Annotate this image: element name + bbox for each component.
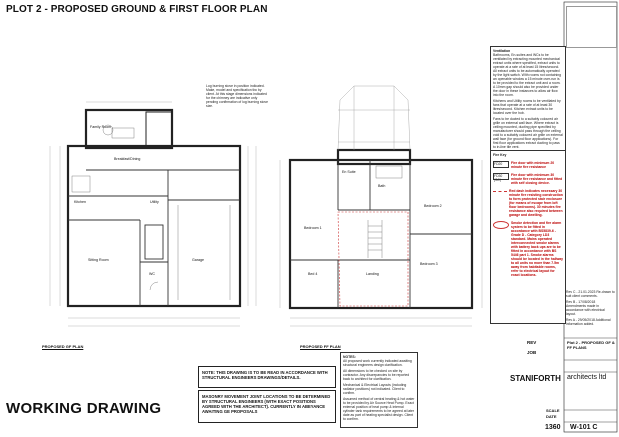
room-label-family: Family Room	[90, 125, 112, 129]
ground-floor-internal	[68, 169, 240, 306]
rev-label: REV	[527, 340, 537, 345]
room-label-landing: Landing	[366, 272, 379, 276]
ground-plan-label: PROPOSED GF PLAN	[42, 344, 84, 349]
fire-key-item: Smoke detection and fire alarm system to…	[493, 221, 563, 277]
revision-list: Rev C - 21.01.2023 Re-drawn to suit clie…	[566, 290, 615, 326]
ventilation-body: Bathrooms, En-suites and WCs to be venti…	[493, 53, 562, 97]
room-label-utility: Utility	[150, 200, 159, 204]
first-floor-stairs	[367, 165, 403, 258]
notes-box: NOTES: All proposed work currently indic…	[340, 352, 418, 428]
drawing-title: PLOT 2 - PROPOSED GROUND & FIRST FLOOR P…	[6, 4, 268, 15]
room-label-bedroom1: Bedroom 1	[304, 226, 322, 230]
revision-item: Rev B - 17/08/2018 Amendments made in ac…	[566, 300, 605, 316]
fire-key-heading: Fire Key	[493, 153, 507, 157]
fire-key-text: Smoke detection and fire alarm system to…	[511, 221, 563, 277]
title-block-frame	[563, 1, 618, 433]
smoke-alarm-icon	[493, 221, 509, 229]
drawing-number: W-101 C	[570, 424, 598, 431]
ventilation-fans: Fans to be ducted to a suitably coloured…	[493, 117, 563, 149]
company-name: STANIFORTH	[510, 374, 561, 383]
log-stove-note: Log burning stove in position indicated.…	[206, 84, 269, 108]
room-label-ensuite: En Suite	[342, 170, 356, 174]
fire-key-box: Fire Key FD20 Fire door with minimum 20 …	[490, 150, 566, 324]
notes-line: Mechanical & Electrical Layouts (includi…	[343, 383, 407, 395]
notes-line: Assumed method of central heating & hot …	[343, 397, 415, 421]
fire-key-item: FD20 Fire door with minimum 20 minute fi…	[493, 161, 563, 169]
legal-notes	[566, 6, 617, 48]
roof-outline	[337, 85, 411, 151]
ground-floor-dimensions	[49, 101, 257, 327]
room-label-bed4: Bed 4	[308, 272, 318, 276]
fire-protected-route	[337, 211, 409, 307]
room-label-wc: WC	[149, 272, 155, 276]
fire-key-text: Fire door with minimum 30 minute fire re…	[511, 173, 563, 185]
fire-key-tag: FD30 (SC)	[493, 173, 509, 182]
fire-key-text: Fire door with minimum 20 minute fire re…	[511, 161, 555, 169]
first-floor-dimensions	[279, 141, 483, 327]
ventilation-heading: Ventilation	[493, 49, 511, 53]
job-label: JOB	[527, 350, 537, 355]
fire-key-item: FD30 (SC) Fire door with minimum 30 minu…	[493, 173, 563, 185]
sheet-number: 1360	[545, 424, 561, 431]
company-suffix: architects ltd	[567, 374, 607, 381]
ventilation-kitchen: Kitchens and Utility rooms to be ventila…	[493, 99, 561, 115]
masonry-note: MASONRY MOVEMENT JOINT LOCATIONS TO BE D…	[198, 390, 336, 423]
room-label-sitting: Sitting Room	[88, 258, 109, 262]
room-label-bedroom2: Bedroom 2	[424, 204, 442, 208]
fire-key-tag: FD20	[493, 161, 509, 168]
date-label: DATE	[546, 414, 557, 419]
fire-key-item: Red dash indicates necessary 30 minute f…	[493, 189, 563, 217]
structural-note: NOTE: THIS DRAWING IS TO BE READ IN ACCO…	[198, 366, 336, 388]
first-floor-internal	[290, 160, 472, 308]
room-label-breakfast: Breakfast/Dining	[114, 157, 141, 161]
room-label-bedroom3: Bedroom 3	[420, 262, 438, 266]
working-drawing-stamp: WORKING DRAWING	[6, 400, 162, 417]
ventilation-box: Ventilation Bathrooms, En-suites and WCs…	[490, 46, 566, 152]
ground-floor-walls	[66, 108, 242, 308]
revision-item: Rev C - 21.01.2023 Re-drawn to suit clie…	[566, 290, 615, 298]
notes-line: All proposed work currently indicated aw…	[343, 359, 412, 367]
revision-item: Rev A - 29/05/2018 Additional informatio…	[566, 318, 611, 326]
room-label-garage: Garage	[192, 258, 204, 262]
fire-key-text: Red dash indicates necessary 30 minute f…	[509, 189, 563, 217]
room-label-kitchen: Kitchen	[74, 200, 86, 204]
notes-line: All dimensions to be checked on site by …	[343, 369, 410, 381]
rev-text: Plot 2 - PROPOSED GF & FF PLANS	[567, 340, 615, 350]
ground-floor-fixtures	[71, 124, 231, 300]
room-label-bath: Bath	[378, 184, 386, 188]
red-dash-symbol	[493, 191, 507, 217]
scale-label: SCALE	[546, 408, 560, 413]
first-plan-label: PROPOSED FF PLAN	[300, 344, 341, 349]
notes-heading: NOTES:	[343, 355, 356, 359]
